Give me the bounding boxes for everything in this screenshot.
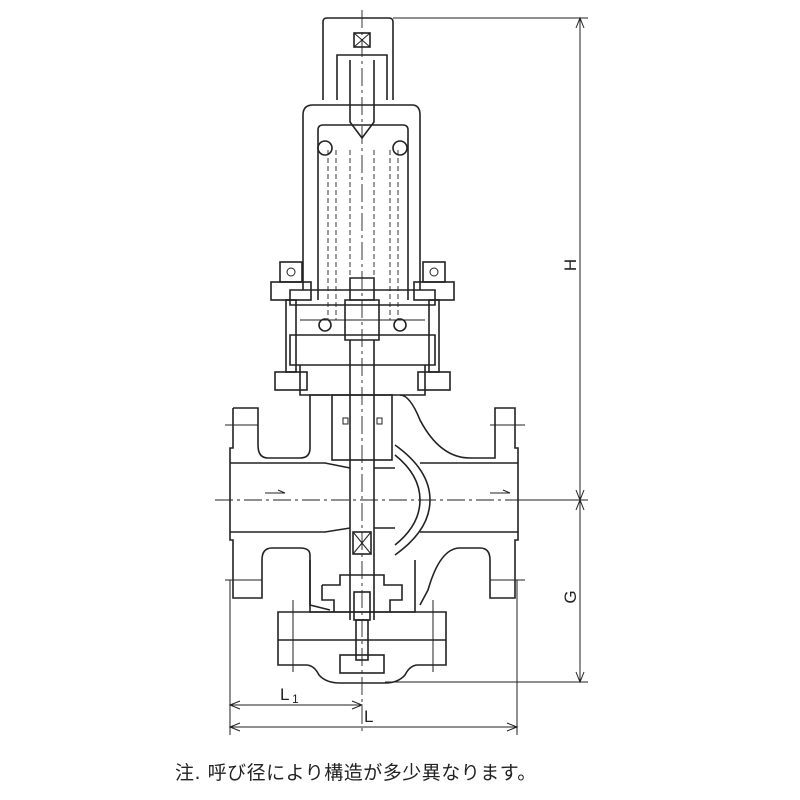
adjusting-cap [322, 17, 394, 140]
dimension-label-H: H [561, 259, 580, 271]
valve-body [225, 394, 525, 611]
dimension-H: H [393, 16, 588, 502]
dimension-label-L1-subscript: 1 [292, 692, 299, 706]
structure-note: 注. 呼び径により構造が多少異なります。 [175, 762, 537, 784]
lower-cap [277, 560, 447, 684]
dimension-L: L [228, 580, 519, 735]
dimension-label-L: L [364, 707, 373, 726]
dimension-label-G: G [561, 590, 580, 603]
dimension-G: G [385, 498, 588, 684]
valve-stem [331, 340, 393, 620]
diaphragm-flange [289, 289, 436, 396]
bonnet [302, 104, 421, 341]
dimension-L1: L 1 [228, 580, 364, 735]
dimension-label-L1: L [280, 685, 289, 704]
right-bolt [413, 261, 455, 391]
left-bolt [270, 261, 312, 391]
